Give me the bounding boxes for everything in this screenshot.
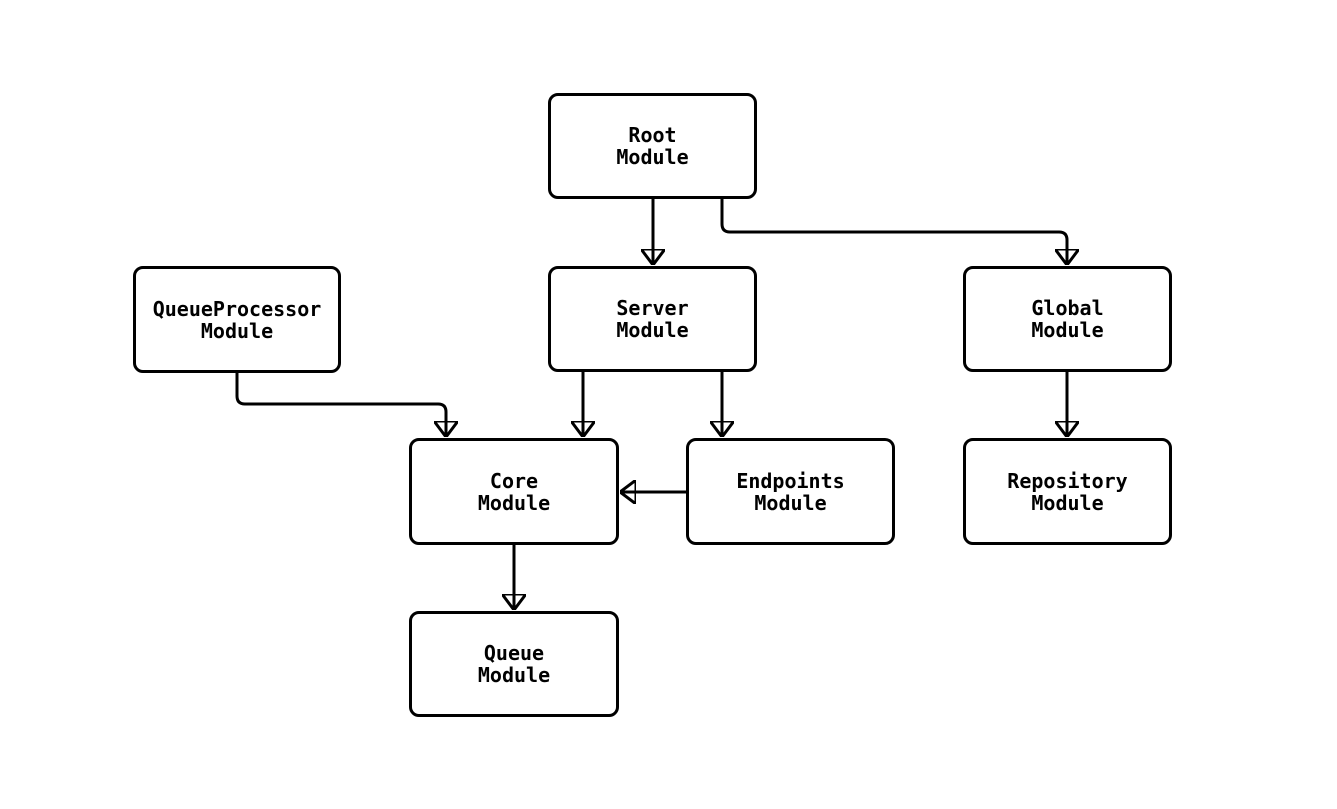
node-queueprocessor-module-label: QueueProcessor Module — [152, 296, 322, 343]
node-endpoints-module: Endpoints Module — [686, 438, 895, 545]
node-global-module-label: Global Module — [1031, 296, 1104, 342]
node-global-module: Global Module — [963, 266, 1172, 372]
node-repository-module-label: Repository Module — [1007, 468, 1128, 515]
node-server-module-label: Server Module — [616, 296, 689, 342]
node-repository-module: Repository Module — [963, 438, 1172, 545]
node-core-module-label: Core Module — [477, 468, 551, 515]
edge-queueprocessor-to-core — [235, 373, 446, 436]
node-queue-module: Queue Module — [409, 611, 619, 717]
node-endpoints-module-label: Endpoints Module — [736, 468, 845, 515]
node-server-module: Server Module — [548, 266, 757, 372]
node-queueprocessor-module: QueueProcessor Module — [133, 266, 341, 373]
node-queue-module-label: Queue Module — [477, 641, 551, 687]
node-root-module: Root Module — [548, 93, 757, 199]
edge-root-to-global — [720, 199, 1067, 264]
node-root-module-label: Root Module — [616, 123, 689, 169]
node-core-module: Core Module — [409, 438, 619, 545]
